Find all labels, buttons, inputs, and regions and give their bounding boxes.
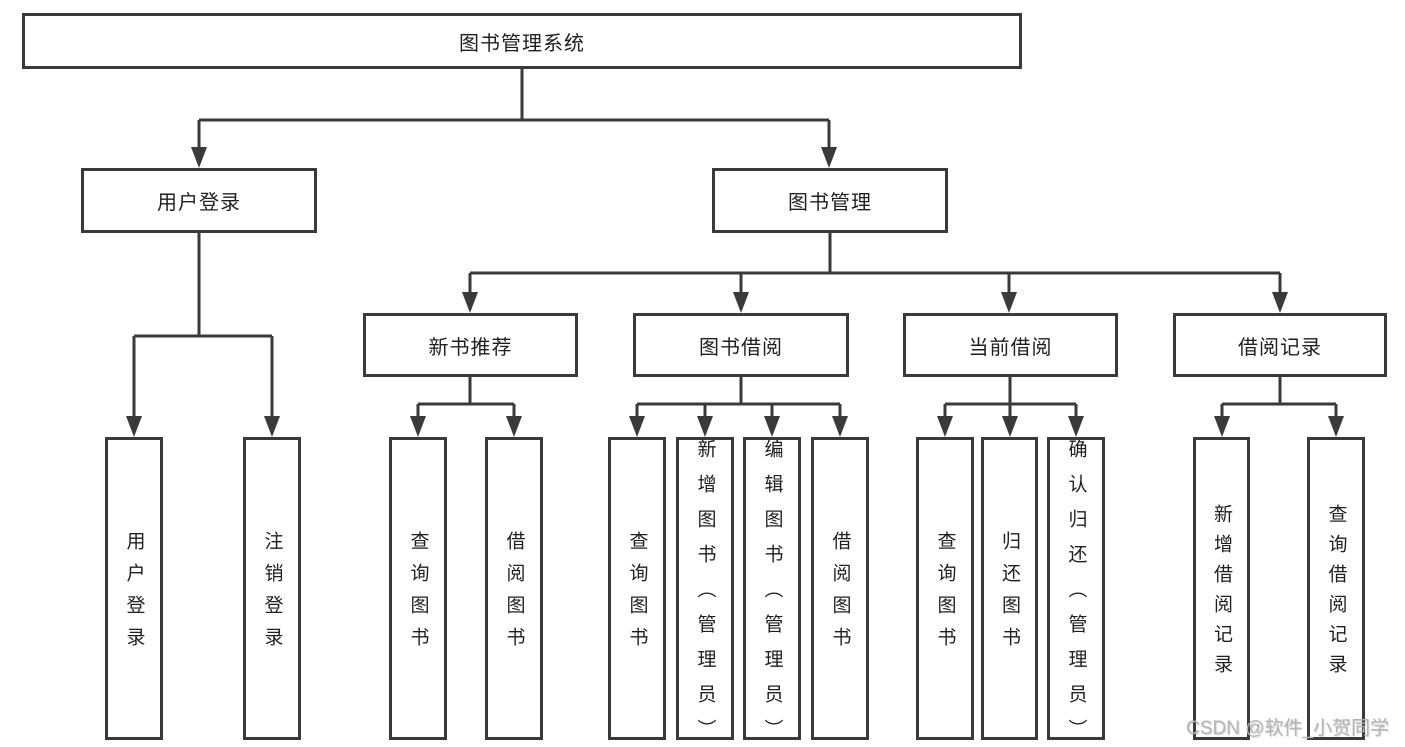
leaf-records-add-label: 新增借阅记录 <box>1211 504 1232 684</box>
leaf-current-query: 查询图书 <box>916 437 974 740</box>
node-borrow: 图书借阅 <box>633 313 849 377</box>
leaf-current-query-label: 查询图书 <box>934 531 956 659</box>
leaf-borrow-edit-label: 编辑图书（管理员） <box>761 439 783 747</box>
connector-paths <box>132 69 1338 419</box>
leaf-current-confirm-label: 确认归还（管理员） <box>1065 439 1087 747</box>
node-book-mgmt: 图书管理 <box>712 168 948 233</box>
node-new-books: 新书推荐 <box>363 313 578 377</box>
leaf-current-confirm: 确认归还（管理员） <box>1047 437 1105 747</box>
leaf-borrow-borrow: 借阅图书 <box>811 437 869 740</box>
node-user-login-label: 用户登录 <box>157 192 241 214</box>
node-borrow-records: 借阅记录 <box>1173 313 1387 377</box>
node-user-login: 用户登录 <box>81 168 317 233</box>
leaf-user-login: 用户登录 <box>105 437 163 740</box>
leaf-logout-label: 注销登录 <box>261 531 283 659</box>
node-root: 图书管理系统 <box>22 13 1022 69</box>
arrowheads <box>126 147 1344 437</box>
node-root-label: 图书管理系统 <box>459 32 585 55</box>
leaf-records-add: 新增借阅记录 <box>1193 437 1250 740</box>
leaf-records-query: 查询借阅记录 <box>1307 437 1365 740</box>
node-new-books-label: 新书推荐 <box>428 336 513 359</box>
leaf-records-query-label: 查询借阅记录 <box>1325 504 1347 684</box>
csdn-watermark: CSDN @软件_小贺同学 <box>1186 718 1389 739</box>
leaf-current-return: 归还图书 <box>981 437 1038 740</box>
leaf-logout: 注销登录 <box>243 437 301 740</box>
leaf-current-return-label: 归还图书 <box>999 531 1020 659</box>
leaf-user-login-label: 用户登录 <box>123 531 145 659</box>
leaf-borrow-add: 新增图书（管理员） <box>676 437 734 747</box>
node-current-borrow-label: 当前借阅 <box>968 336 1053 359</box>
leaf-newbooks-query-label: 查询图书 <box>407 531 429 659</box>
leaf-borrow-edit: 编辑图书（管理员） <box>743 437 801 747</box>
node-book-mgmt-label: 图书管理 <box>788 192 872 214</box>
leaf-borrow-query-label: 查询图书 <box>626 531 648 659</box>
leaf-borrow-query: 查询图书 <box>608 437 666 740</box>
leaf-borrow-borrow-label: 借阅图书 <box>829 531 851 659</box>
leaf-newbooks-borrow-label: 借阅图书 <box>503 531 525 659</box>
node-borrow-label: 图书借阅 <box>699 336 783 359</box>
leaf-newbooks-borrow: 借阅图书 <box>485 437 543 740</box>
node-current-borrow: 当前借阅 <box>903 313 1118 377</box>
leaf-borrow-add-label: 新增图书（管理员） <box>694 439 716 747</box>
leaf-newbooks-query: 查询图书 <box>389 437 447 740</box>
node-borrow-records-label: 借阅记录 <box>1238 336 1322 359</box>
